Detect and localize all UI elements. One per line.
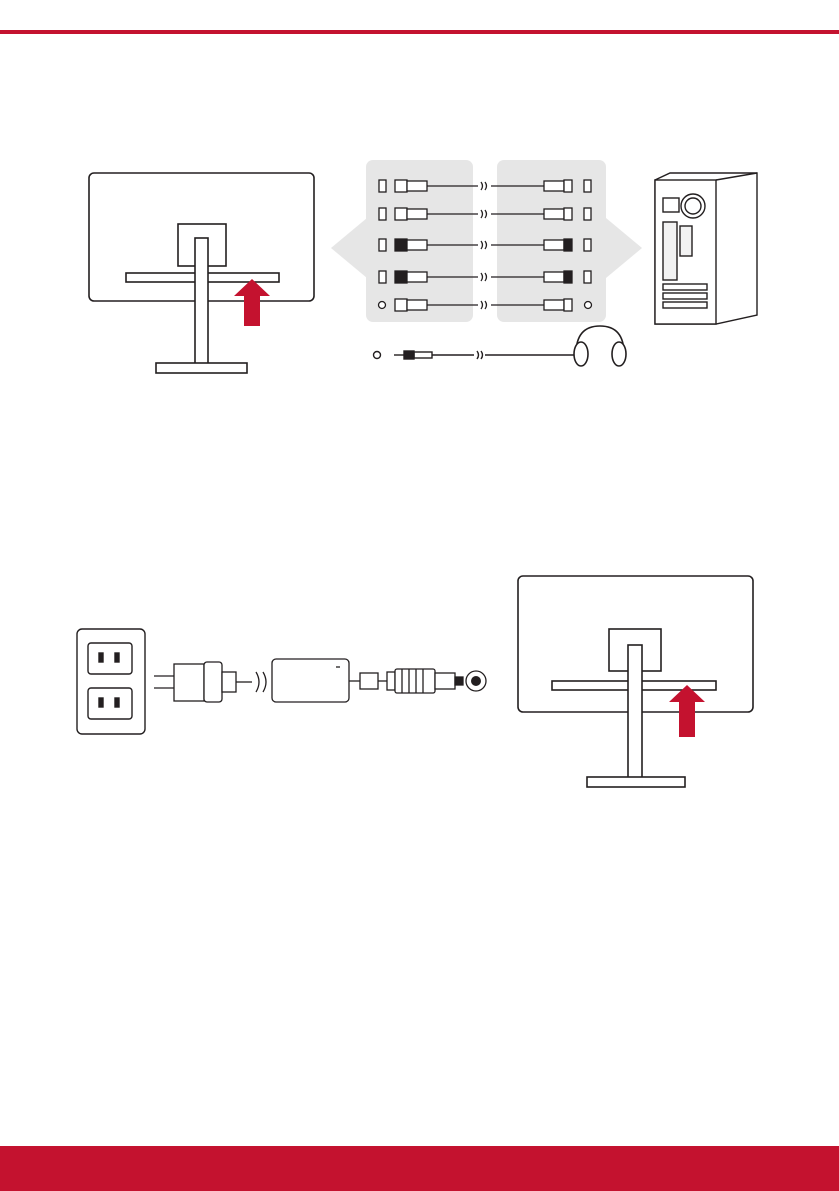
power-figure — [0, 0, 839, 820]
wall-outlet-icon — [77, 629, 145, 734]
dc-plug-icon — [387, 669, 463, 693]
dc-jack-icon — [466, 671, 486, 691]
footer-bar — [0, 1146, 839, 1191]
monitor-rear-view-2 — [518, 576, 753, 787]
ac-plug-icon — [154, 662, 266, 702]
power-adapter-icon — [272, 659, 387, 702]
